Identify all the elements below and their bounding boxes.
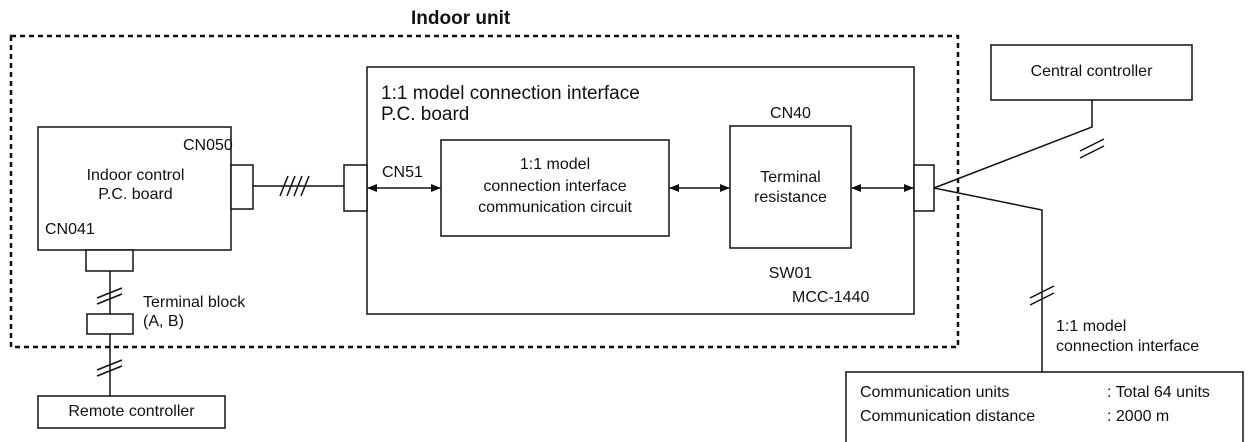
central-wire-hatch: [1079, 138, 1105, 159]
central-controller-wire: [933, 100, 1093, 189]
indoor-control-board-name-1: Indoor control: [86, 167, 185, 184]
cn050-label: CN050: [183, 137, 233, 154]
spec-row-value-distance: : 2000 m: [1107, 408, 1170, 425]
central-controller-label: Central controller: [1030, 63, 1153, 80]
sw01-label: SW01: [768, 265, 813, 282]
model-label: MCC-1440: [792, 289, 870, 306]
remote-controller-box: [37, 395, 226, 429]
indoor-unit-boundary: [9, 34, 960, 349]
indoor-control-board-name-2: P.C. board: [98, 186, 173, 203]
terminal-block: [86, 313, 134, 335]
cn041-connector: [85, 249, 134, 272]
cn050-connector: [230, 164, 254, 210]
bus-wire-hatch: [1029, 285, 1055, 306]
spec-box: [845, 371, 1244, 442]
terminal-resistance-box: [729, 125, 852, 249]
remote-wire-hatch-upper: [96, 287, 123, 305]
spec-row-value-units: : Total 64 units: [1107, 384, 1210, 401]
spec-row-label-distance: Communication distance: [860, 408, 1036, 425]
cn041-label: CN041: [45, 221, 95, 238]
bus-wire: [933, 187, 1043, 372]
terminal-resistance-line-2: resistance: [754, 189, 827, 206]
pcb-link-wire-hatch: [279, 175, 310, 197]
indoor-unit-title: Indoor unit: [411, 8, 511, 29]
interface-board-title-2: P.C. board: [381, 104, 470, 125]
remote-wire-hatch-lower: [96, 359, 123, 377]
terminal-block-label-2: (A, B): [143, 313, 184, 330]
comm-circuit-line-3: communication circuit: [478, 199, 632, 216]
terminal-resistance-line-1: Terminal: [760, 169, 821, 186]
terminal-block-label-1: Terminal block: [143, 294, 246, 311]
central-controller-box: [990, 44, 1193, 101]
remote-controller-label: Remote controller: [68, 403, 195, 420]
comm-circuit-line-1: 1:1 model: [519, 156, 591, 173]
connection-label-1: 1:1 model: [1056, 318, 1127, 335]
interface-board-title-1: 1:1 model connection interface: [381, 83, 640, 104]
indoor-control-board-box: [37, 126, 232, 251]
spec-row-label-units: Communication units: [860, 384, 1010, 401]
connection-label-2: connection interface: [1056, 338, 1200, 355]
cn51-connector: [343, 164, 368, 212]
comm-circuit-box: [440, 139, 670, 237]
cn40-label: CN40: [770, 105, 811, 122]
comm-circuit-line-2: connection interface: [483, 178, 627, 195]
output-connector: [913, 164, 935, 212]
cn51-label: CN51: [382, 164, 423, 181]
